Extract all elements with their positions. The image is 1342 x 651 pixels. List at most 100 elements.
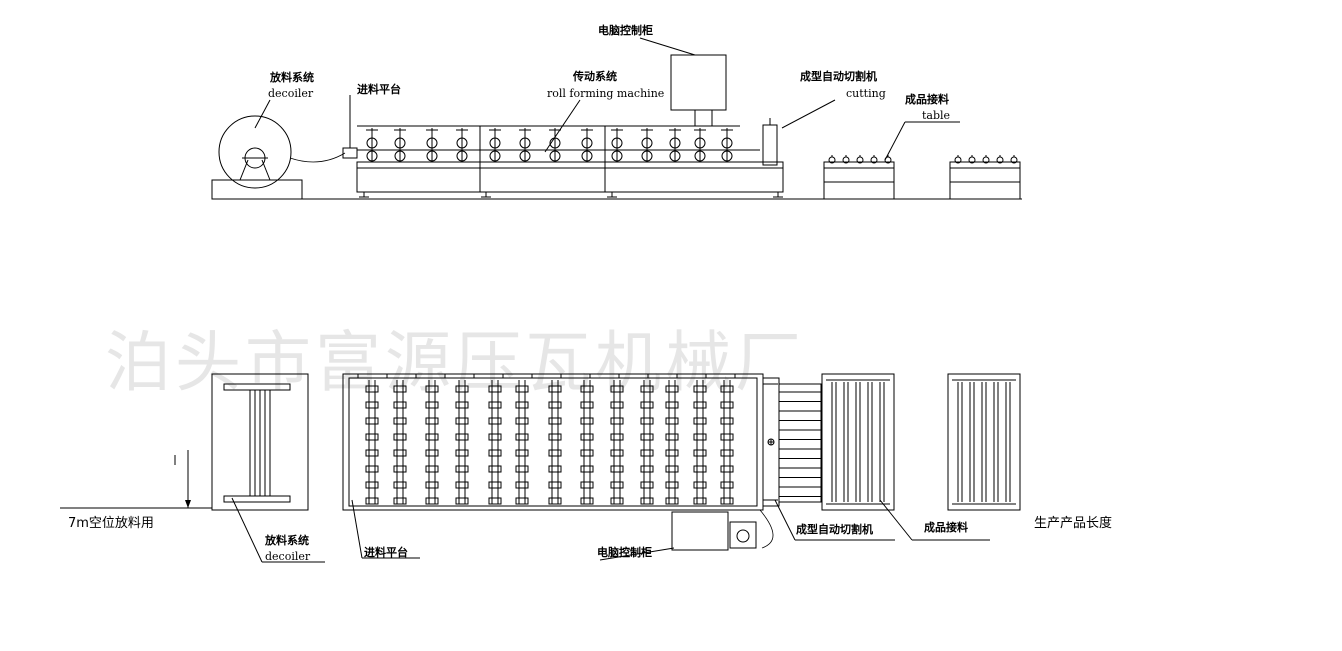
top-decoiler-en: decoiler [265, 550, 311, 563]
roller-block [720, 465, 734, 473]
roller-block [365, 449, 379, 457]
roller-block [515, 433, 529, 441]
top-cabinet [599, 509, 774, 561]
roller-block [393, 417, 407, 425]
side-forming-cn: 传动系统 [572, 69, 617, 83]
roller-block [693, 497, 707, 505]
side-forming-en: roll forming machine [547, 87, 664, 100]
roller-lower [489, 150, 501, 162]
roller-block [365, 433, 379, 441]
roller-lower [669, 150, 681, 162]
roller-block [515, 417, 529, 425]
top-forming-machine [342, 373, 778, 559]
cutting-leader [781, 99, 836, 129]
roller-block [640, 417, 654, 425]
roller-upper [721, 137, 733, 149]
roller-block [580, 401, 594, 409]
decoiler-base [211, 179, 303, 200]
roller-block [580, 417, 594, 425]
side-forming-machine [356, 125, 784, 198]
roller-block [580, 465, 594, 473]
roller-lower [519, 150, 531, 162]
roller-block [640, 433, 654, 441]
roller-block [455, 497, 469, 505]
watermark-text: 泊头市富源压瓦机械厂 [105, 324, 805, 401]
strip-feed-line [289, 152, 346, 163]
roller-block [693, 385, 707, 393]
roller-upper [581, 137, 593, 149]
roller-block [393, 465, 407, 473]
roller-block [488, 497, 502, 505]
roller-block [365, 481, 379, 489]
top-roller-stations [357, 374, 736, 505]
roller-block [548, 417, 562, 425]
roller-lower [611, 150, 623, 162]
roller-upper [611, 137, 623, 149]
top-table-cn: 成品接料 [924, 520, 968, 534]
roller-block [665, 497, 679, 505]
roller-lower [456, 150, 468, 162]
top-table-2-rails [952, 379, 1016, 505]
roller-block [580, 481, 594, 489]
roller-upper [456, 137, 468, 149]
runout-table-frame [949, 161, 1021, 200]
top-cutting-cn: 成型自动切割机 [796, 522, 873, 536]
top-cable [759, 509, 774, 549]
forming-base-frame [356, 161, 784, 193]
roller-upper [426, 137, 438, 149]
roller-block [515, 497, 529, 505]
runout-table-frame [823, 161, 895, 200]
side-table-en: table [922, 109, 950, 122]
roller-block [515, 465, 529, 473]
roller-block [488, 481, 502, 489]
roller-block [365, 465, 379, 473]
roller-block [665, 385, 679, 393]
side-cutting-cn: 成型自动切割机 [800, 69, 877, 83]
roller-upper [641, 137, 653, 149]
roller-block [693, 401, 707, 409]
side-cutting [762, 99, 836, 166]
roller-block [665, 449, 679, 457]
top-view: 7m空位放料用 [60, 373, 1112, 563]
roller-block [580, 497, 594, 505]
cabinet-leader [639, 37, 696, 56]
top-table-2-frame [947, 373, 1021, 511]
roller-block [393, 449, 407, 457]
top-cutting [762, 377, 895, 541]
top-feeding-leader [351, 499, 363, 559]
roller-block [425, 385, 439, 393]
roller-block [610, 433, 624, 441]
roller-block [365, 401, 379, 409]
roller-block [455, 465, 469, 473]
side-feeding-cn: 进料平台 [357, 82, 401, 96]
roller-block [425, 433, 439, 441]
side-decoiler-en: decoiler [268, 87, 314, 100]
roller-block [455, 449, 469, 457]
roller-block [693, 481, 707, 489]
top-cabinet-cn: 电脑控制柜 [597, 545, 652, 559]
decoiler-leg-left [239, 159, 249, 181]
roller-block [610, 497, 624, 505]
top-motor-circle [736, 529, 750, 543]
decoiler-reel [218, 115, 292, 189]
top-decoiler-bar-top [223, 383, 291, 391]
forming-feet [359, 192, 783, 198]
roller-block [425, 497, 439, 505]
roller-block [425, 481, 439, 489]
roller-block [693, 417, 707, 425]
roller-block [610, 401, 624, 409]
top-decoiler-bar-bottom [223, 495, 291, 503]
top-table-1 [821, 373, 990, 541]
roller-block [365, 497, 379, 505]
top-cutter-outfeed [778, 383, 822, 503]
roller-block [640, 401, 654, 409]
roller-block [548, 497, 562, 505]
roller-block [610, 417, 624, 425]
roller-block [693, 433, 707, 441]
top-motor-box [729, 521, 757, 549]
roller-block [548, 481, 562, 489]
roller-block [393, 497, 407, 505]
forming-leader [544, 99, 581, 153]
roller-block [610, 481, 624, 489]
roller-block [580, 385, 594, 393]
